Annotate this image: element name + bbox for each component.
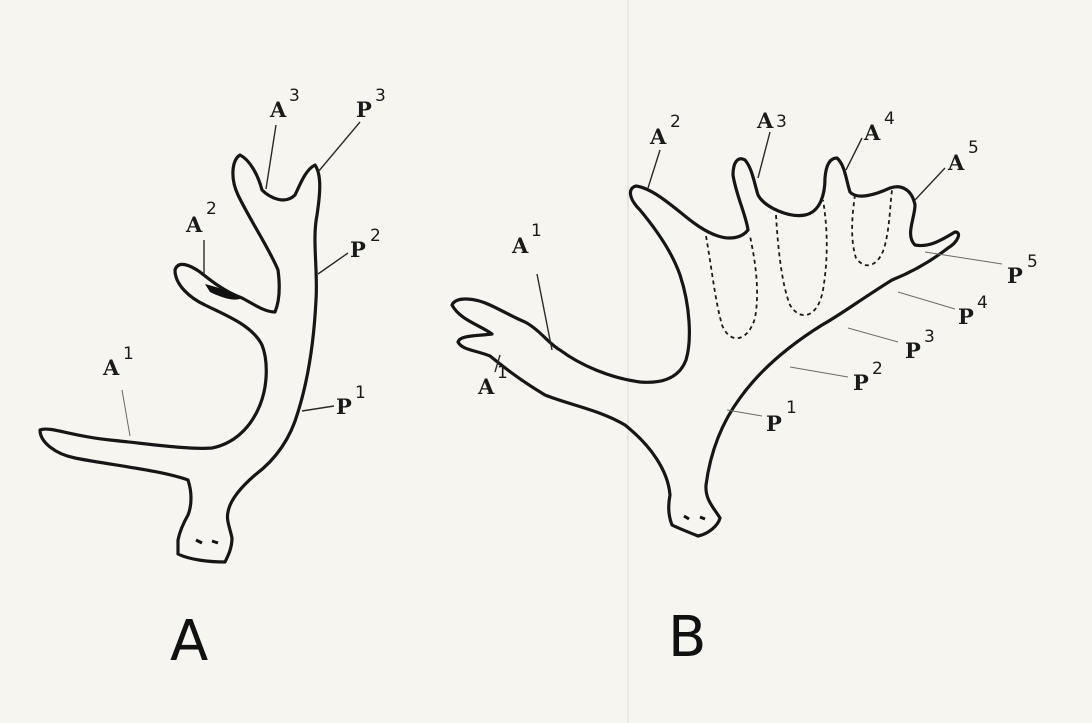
- svg-text:A: A: [649, 124, 667, 149]
- leader-a-p3: [318, 122, 360, 172]
- label-b-a4: A 4: [863, 109, 895, 145]
- antler-a-mark: [205, 284, 242, 300]
- antler-b-burr-marks: [684, 516, 705, 519]
- label-a-p2: P 2: [350, 226, 381, 262]
- svg-text:2: 2: [670, 112, 681, 132]
- svg-text:P: P: [905, 338, 921, 363]
- leader-a-a1: [122, 390, 130, 436]
- leader-b-a3: [758, 132, 770, 178]
- antler-a-outline: [40, 155, 320, 562]
- svg-text:A: A: [477, 374, 495, 399]
- svg-text:P: P: [958, 304, 974, 329]
- leader-b-a5: [915, 168, 945, 200]
- label-b-a3: A 3: [756, 108, 787, 133]
- svg-text:A: A: [269, 97, 287, 122]
- label-b-a5: A 5: [947, 138, 979, 175]
- svg-text:3: 3: [776, 112, 787, 132]
- label-b-p5: P 5: [1007, 252, 1038, 288]
- label-b-p4: P 4: [958, 293, 988, 329]
- svg-text:2: 2: [370, 226, 381, 246]
- svg-text:2: 2: [206, 199, 217, 219]
- panel-label-b: B: [668, 605, 706, 670]
- svg-text:A: A: [185, 212, 203, 237]
- svg-text:1: 1: [786, 398, 797, 418]
- leader-b-p3: [848, 328, 898, 342]
- svg-text:P: P: [853, 370, 869, 395]
- svg-text:5: 5: [968, 138, 979, 158]
- svg-text:5: 5: [1027, 252, 1038, 272]
- antler-a-burr-marks: [196, 540, 218, 543]
- svg-text:3: 3: [289, 86, 300, 106]
- svg-text:A: A: [102, 355, 120, 380]
- svg-text:A: A: [863, 120, 881, 145]
- leader-a-p1: [302, 406, 334, 411]
- leader-b-a2: [648, 150, 660, 188]
- label-b-p3: P 3: [905, 327, 935, 363]
- label-a-a3: A 3: [269, 86, 300, 122]
- antler-b-dashed-lobe-2: [776, 200, 827, 315]
- svg-text:P: P: [1007, 263, 1023, 288]
- svg-text:3: 3: [375, 86, 386, 106]
- label-a-p3: P 3: [356, 86, 386, 122]
- antler-b-outline: [452, 158, 959, 536]
- svg-text:A: A: [511, 233, 529, 258]
- label-b-p2: P 2: [853, 359, 883, 395]
- antler-b-dashed-lobe-1: [706, 236, 757, 338]
- svg-text:4: 4: [977, 293, 988, 313]
- antler-b: A 2 A 3 A 4 A 5 A 1 A 1 P 5 P 4: [452, 108, 1038, 670]
- label-b-a2: A 2: [649, 112, 681, 149]
- label-b-p1: P 1: [766, 398, 797, 436]
- leader-b-a4: [846, 138, 862, 170]
- svg-text:A: A: [947, 150, 965, 175]
- leader-a-a3: [266, 125, 276, 189]
- svg-text:1: 1: [497, 363, 508, 383]
- svg-text:P: P: [336, 394, 352, 419]
- label-a-a2: A 2: [185, 199, 217, 237]
- panel-label-a: A: [170, 609, 208, 674]
- svg-text:P: P: [356, 97, 372, 122]
- label-a-a1: A 1: [102, 344, 134, 380]
- leader-a-p2: [318, 253, 348, 274]
- svg-text:1: 1: [123, 344, 134, 364]
- svg-text:1: 1: [355, 383, 366, 403]
- antler-a: A 3 P 3 A 2 P 2 A 1 P 1 A: [40, 86, 386, 674]
- svg-text:A: A: [756, 108, 774, 133]
- svg-text:3: 3: [924, 327, 935, 347]
- label-a-p1: P 1: [336, 383, 366, 419]
- leader-b-p2: [790, 367, 848, 377]
- svg-text:P: P: [766, 411, 782, 436]
- svg-text:P: P: [350, 237, 366, 262]
- svg-text:4: 4: [884, 109, 895, 129]
- label-b-a1-lower: A 1: [477, 363, 508, 399]
- svg-text:1: 1: [531, 221, 542, 241]
- leader-b-p4: [898, 292, 955, 309]
- leader-b-p1: [727, 410, 762, 416]
- antler-b-dashed-lobe-3: [852, 190, 892, 265]
- svg-text:2: 2: [872, 359, 883, 379]
- label-b-a1-upper: A 1: [511, 221, 542, 258]
